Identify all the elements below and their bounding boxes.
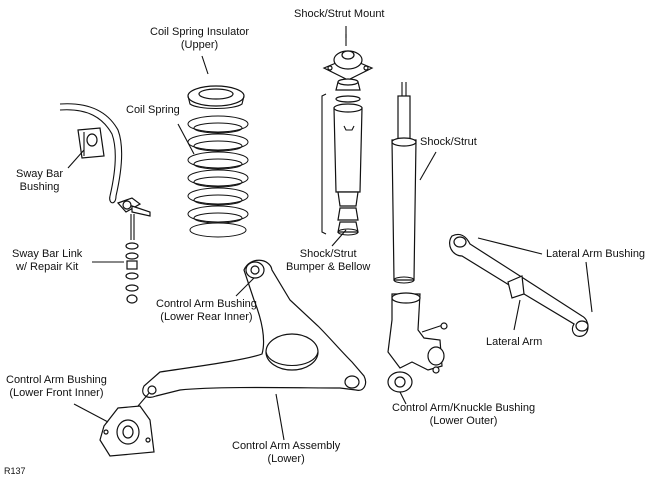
label-lateral-arm: Lateral Arm — [486, 336, 543, 348]
label-lateral-arm-bushing: Lateral Arm Bushing — [546, 248, 646, 260]
leader-lines — [67, 26, 593, 441]
label-control-arm-bushing-rear: Control Arm Bushing (Lower Rear Inner) — [156, 298, 257, 323]
label-bumper-bellow: Shock/Strut Bumper & Bellow — [286, 248, 371, 273]
control-arm-assembly — [137, 259, 367, 407]
label-sway-bar-link: Sway Bar Link w/ Repair Kit — [12, 248, 83, 273]
lateral-arm — [449, 233, 589, 337]
strut-bumper-bellow — [333, 95, 363, 236]
label-strut-mount: Shock/Strut Mount — [294, 8, 385, 20]
control-arm-bushing-front — [99, 405, 155, 457]
label-shock-strut: Shock/Strut — [420, 136, 477, 148]
label-sway-bar-bushing: Sway Bar Bushing — [16, 168, 64, 193]
label-coil-spring: Coil Spring — [126, 104, 180, 116]
label-control-arm-assembly: Control Arm Assembly (Lower) — [232, 440, 341, 465]
knuckle-bushing — [387, 371, 413, 393]
sway-bar — [59, 103, 123, 204]
label-coil-spring-insulator: Coil Spring Insulator (Upper) — [150, 26, 250, 51]
label-control-arm-bushing-front: Control Arm Bushing (Lower Front Inner) — [6, 374, 107, 399]
strut-mount — [322, 34, 374, 91]
label-knuckle-bushing: Control Arm/Knuckle Bushing (Lower Outer… — [392, 402, 536, 427]
figure-reference: R137 — [4, 466, 26, 476]
coil-spring-insulator — [187, 85, 245, 110]
sway-bar-link — [116, 197, 151, 304]
sway-bar-bushing — [77, 127, 105, 159]
shock-strut — [391, 82, 417, 284]
knuckle — [387, 292, 448, 374]
coil-spring — [187, 115, 249, 238]
bumper-bracket — [321, 93, 327, 235]
